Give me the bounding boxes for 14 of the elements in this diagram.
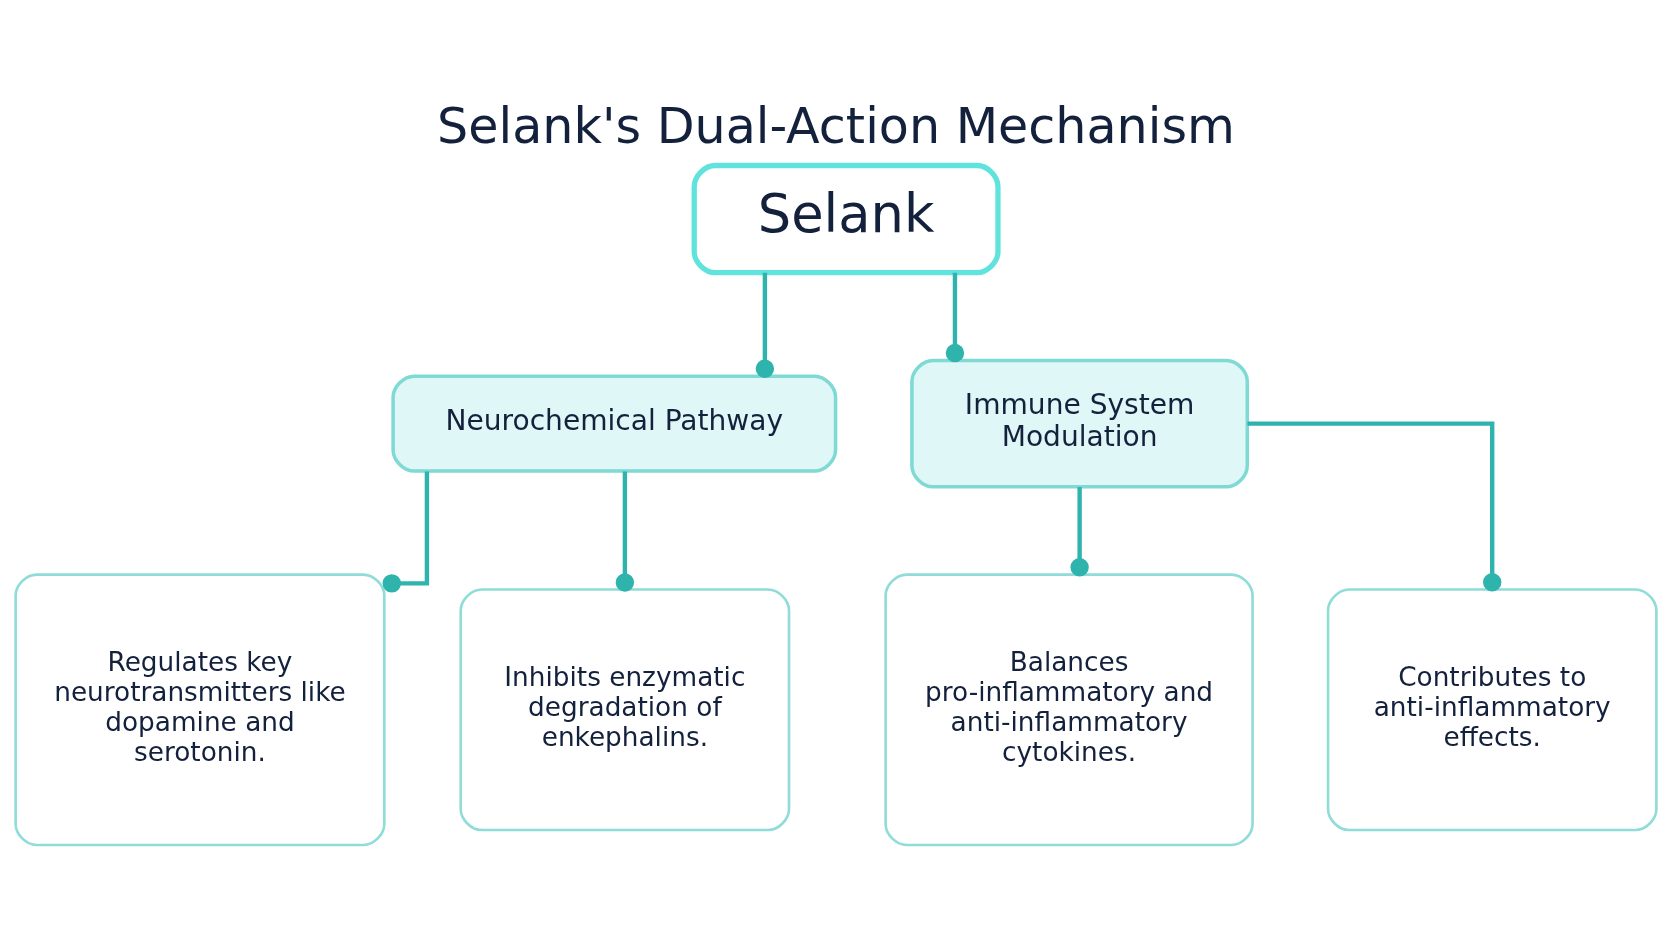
connector — [1070, 486, 1089, 577]
connector — [382, 471, 430, 593]
node-box: Immune System Modulation — [910, 358, 1250, 489]
diagram-title: Selank's Dual-Action Mechanism — [437, 96, 1235, 155]
node-box: Contributes to anti-inflammatory effects. — [1326, 587, 1658, 831]
node-box: Regulates key neurotransmitters like dopamine and serotonin. — [14, 572, 386, 846]
connector — [615, 471, 635, 592]
connector — [1247, 420, 1502, 591]
connector — [755, 272, 775, 378]
connector — [945, 272, 965, 362]
node-box: Neurochemical Pathway — [391, 373, 838, 473]
node-box: Selank — [691, 162, 1001, 275]
node-box: Inhibits enzymatic degradation of enkephalins. — [459, 587, 791, 831]
node-box: Balances pro-inflammatory and anti-inflammatory cytokines. — [884, 572, 1254, 846]
